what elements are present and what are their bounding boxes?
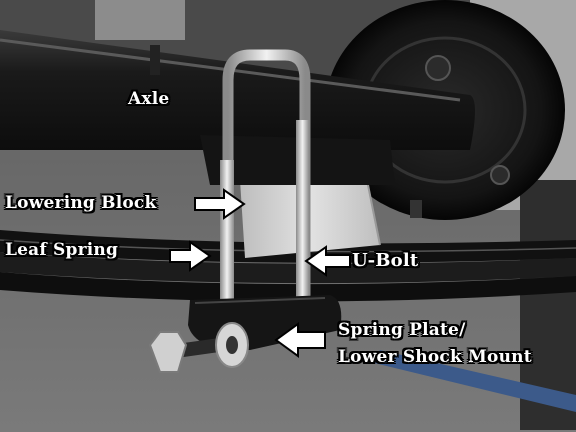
label-leaf-spring: Leaf Spring — [5, 240, 119, 260]
brake-line-fitting — [410, 200, 422, 218]
leaf-spring-middle — [0, 252, 576, 284]
label-spring-plate-line2: Lower Shock Mount — [338, 347, 532, 367]
hex-nut — [148, 331, 188, 373]
label-spring-plate-line1: Spring Plate/ — [338, 320, 466, 340]
label-axle: Axle — [128, 89, 170, 109]
label-spring-plate: Spring Plate/ Lower Shock Mount — [338, 317, 532, 371]
label-lowering-block: Lowering Block — [5, 193, 157, 213]
blue-floor-strip — [370, 350, 576, 412]
arrow-spring-plate — [274, 322, 326, 358]
arrow-leaf-spring — [169, 240, 212, 272]
u-bolt-left-leg — [220, 160, 234, 300]
leaf-spring-bottom — [0, 272, 576, 302]
arrow-u-bolt — [304, 245, 351, 277]
washer-hole — [226, 336, 238, 354]
u-bolt-rod — [222, 49, 311, 306]
axle-tube — [0, 30, 475, 150]
arrow-lowering-block — [194, 188, 246, 220]
axle-bracket — [150, 45, 160, 75]
drum-bolt — [425, 55, 451, 81]
label-u-bolt: U-Bolt — [352, 250, 419, 271]
background-light-patch — [95, 0, 185, 40]
drum-bolt — [490, 165, 510, 185]
spring-plate-highlight — [194, 297, 326, 304]
u-bolt-right-leg — [296, 120, 309, 300]
